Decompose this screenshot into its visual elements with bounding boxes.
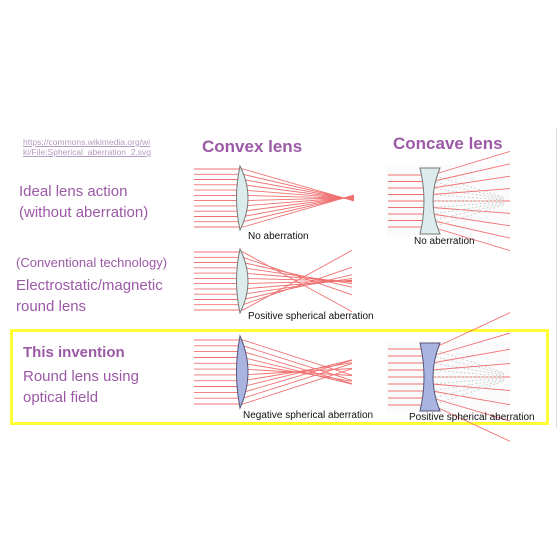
light-ray	[242, 189, 355, 200]
convex-conventional-diagram	[194, 247, 353, 315]
convex-lens-heading: Convex lens	[202, 137, 303, 156]
light-ray	[242, 363, 353, 399]
light-ray	[431, 150, 511, 176]
concave-lens-shape	[419, 342, 441, 412]
ray-group	[388, 150, 511, 252]
light-ray	[242, 194, 355, 228]
light-ray	[431, 213, 511, 227]
light-ray	[431, 202, 505, 215]
light-ray	[242, 196, 355, 207]
light-ray	[242, 196, 355, 212]
row-label-invention: This invention Round lens using optical …	[23, 342, 139, 408]
light-ray	[431, 203, 505, 221]
light-ray	[242, 345, 353, 381]
row-label-ideal-line2: (without aberration)	[19, 204, 149, 221]
light-ray	[431, 226, 511, 252]
light-ray	[431, 369, 505, 377]
row-label-invention-line2: Round lens using	[23, 368, 139, 385]
light-ray	[242, 359, 353, 393]
light-ray	[431, 181, 505, 199]
light-ray	[242, 250, 353, 311]
light-ray	[431, 348, 505, 374]
light-ray	[431, 163, 511, 182]
light-ray	[431, 332, 511, 357]
row-label-conventional-line3: round lens	[16, 298, 87, 315]
light-ray	[431, 379, 505, 399]
row-label-ideal-line1: Ideal lens action	[19, 183, 128, 200]
light-ray	[242, 184, 355, 200]
ray-group	[388, 312, 511, 442]
caption-concave-ideal: No aberration	[414, 236, 475, 247]
light-ray	[242, 179, 355, 201]
caption-convex-invention: Negative spherical aberration	[243, 410, 374, 421]
concave-lens-shape	[419, 167, 441, 235]
row-label-conventional-line1: (Conventional technology)	[16, 255, 168, 270]
light-ray	[431, 377, 505, 385]
light-ray	[431, 204, 505, 228]
light-ray	[431, 380, 505, 406]
concave-lens-heading: Concave lens	[393, 134, 503, 153]
caption-convex-ideal: No aberration	[248, 231, 309, 242]
light-ray	[242, 357, 353, 385]
light-ray	[242, 274, 353, 300]
light-ray	[431, 348, 511, 364]
light-ray	[431, 194, 505, 201]
concave-invention-diagram	[386, 312, 511, 442]
ray-group	[194, 168, 355, 228]
light-ray	[431, 362, 505, 376]
light-ray	[431, 363, 511, 371]
row-label-invention-line1: This invention	[23, 344, 125, 361]
light-ray	[431, 207, 511, 214]
light-ray	[431, 312, 511, 350]
light-ray	[431, 355, 505, 375]
convex-lens-shape	[236, 334, 249, 410]
ray-group	[194, 339, 353, 405]
light-ray	[431, 175, 511, 189]
concave-ideal-diagram	[386, 150, 511, 252]
convex-invention-diagram	[194, 334, 353, 410]
light-ray	[431, 383, 511, 391]
light-ray	[431, 378, 505, 392]
source-link[interactable]: https://commons.wikimedia.org/wi ki/File…	[23, 137, 151, 157]
ray-group	[194, 250, 353, 312]
source-link-line2[interactable]: ki/File:Spherical_aberration_2.svg	[23, 147, 152, 157]
light-ray	[431, 201, 505, 208]
slide-edge-line	[556, 128, 557, 428]
convex-lens-shape	[236, 164, 249, 232]
convex-lens-shape	[236, 247, 249, 315]
highlight-box	[10, 329, 549, 425]
light-ray	[242, 368, 353, 405]
row-label-ideal: Ideal lens action (without aberration)	[19, 181, 148, 223]
light-ray	[431, 397, 511, 422]
row-label-invention-line3: optical field	[23, 389, 99, 406]
light-ray	[242, 279, 353, 290]
light-ray	[242, 197, 355, 202]
light-ray	[431, 404, 511, 442]
light-ray	[431, 187, 505, 200]
light-ray	[242, 359, 353, 387]
convex-ideal-diagram	[194, 164, 355, 232]
light-ray	[242, 266, 353, 306]
caption-convex-conventional: Positive spherical aberration	[248, 311, 374, 322]
row-label-conventional-line2: Electrostatic/magnetic	[16, 277, 163, 294]
source-link-line1[interactable]: https://commons.wikimedia.org/wi	[23, 137, 151, 147]
light-ray	[242, 262, 353, 288]
light-ray	[431, 188, 511, 195]
light-ray	[431, 390, 511, 406]
row-label-conventional: (Conventional technology) Electrostatic/…	[16, 255, 167, 317]
caption-concave-invention: Positive spherical aberration	[409, 412, 535, 423]
